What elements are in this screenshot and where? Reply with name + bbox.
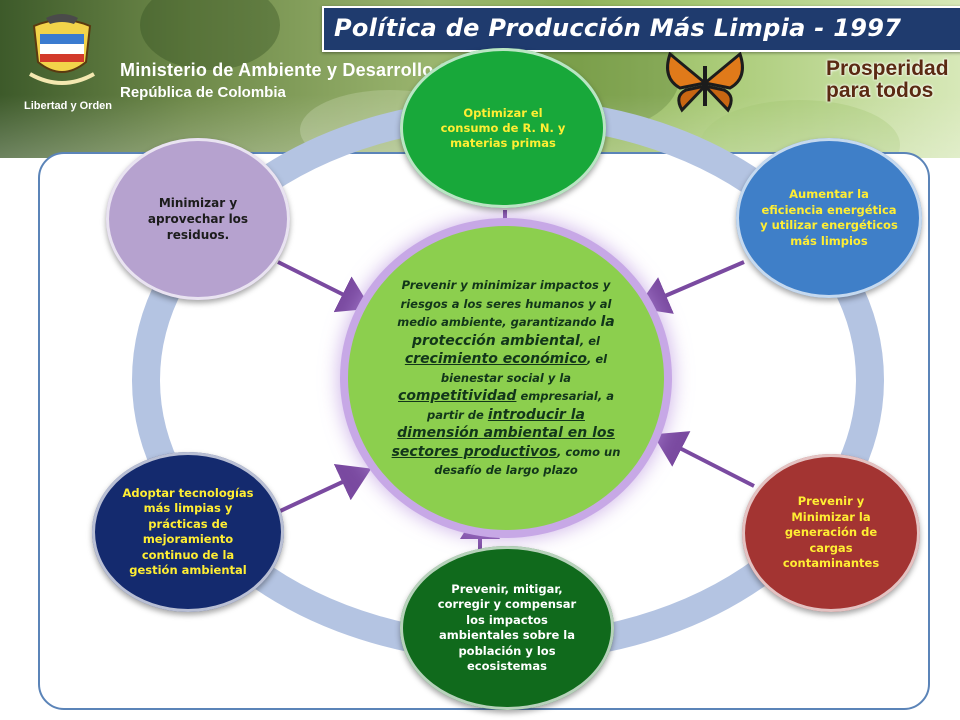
central-objective: Prevenir y minimizar impactos y riesgos … (348, 226, 664, 530)
node-bottom-label: Prevenir, mitigar, corregir y compensar … (437, 581, 577, 674)
node-top: Optimizar el consumo de R. N. y materias… (400, 48, 606, 208)
butterfly-icon (666, 51, 744, 113)
slogan-line: para todos (826, 79, 934, 102)
node-bottom-right: Prevenir y Minimizar la generación de ca… (742, 454, 920, 612)
node-top-right: Aumentar la eficiencia energética y util… (736, 138, 922, 298)
central-objective-text: Prevenir y minimizar impactos y riesgos … (390, 276, 622, 480)
page-title: Política de Producción Más Limpia - 1997 (334, 14, 902, 42)
node-top-left: Minimizar y aprovechar los residuos. (106, 138, 290, 300)
country-name: República de Colombia (120, 84, 286, 101)
central-text-highlight: la protección ambiental (412, 314, 615, 349)
arrow-top-left (277, 260, 372, 313)
node-bottom-right-label: Prevenir y Minimizar la generación de ca… (782, 494, 880, 571)
ministry-name: Ministerio de Ambiente y Desarrollo So R… (120, 60, 462, 101)
node-top-right-label: Aumentar la eficiencia energética y util… (760, 187, 898, 248)
foliage-shape (140, 0, 280, 70)
node-bottom: Prevenir, mitigar, corregir y compensar … (400, 546, 614, 710)
ministry-name-line: Ministerio de Ambiente y Desarrollo So (120, 60, 463, 80)
node-bottom-left: Adoptar tecnologías más limpias y prácti… (92, 452, 284, 612)
arrow-bottom-right (652, 431, 755, 488)
node-bottom-left-label: Adoptar tecnologías más limpias y prácti… (122, 485, 254, 578)
central-text-highlight: competitividad (398, 388, 517, 405)
node-top-left-label: Minimizar y aprovechar los residuos. (147, 196, 249, 242)
slogan-line: Prosperidad (826, 57, 949, 80)
crest-caption: Libertad y Orden (24, 100, 113, 112)
central-text-segment: , el bienestar social y la (440, 352, 608, 385)
central-text-segment: , el (579, 333, 600, 348)
arrow-bottom-left (277, 463, 372, 514)
central-text-segment: empresarial, a partir de (427, 389, 614, 422)
central-text-segment: , como un desafío de largo plazo (434, 444, 621, 478)
prosperidad-logo: Prosperidad para todos (826, 58, 949, 102)
node-top-label: Optimizar el consumo de R. N. y materias… (440, 105, 566, 150)
central-text-segment: Prevenir y minimizar impactos y riesgos … (397, 278, 612, 330)
arrow-top-right (636, 260, 745, 314)
title-bar: Política de Producción Más Limpia - 1997 (322, 6, 960, 52)
central-text-highlight: introducir la dimensión ambiental en los… (391, 406, 615, 460)
colombia-crest-icon (29, 14, 95, 85)
central-text-highlight: crecimiento económico (404, 351, 587, 368)
